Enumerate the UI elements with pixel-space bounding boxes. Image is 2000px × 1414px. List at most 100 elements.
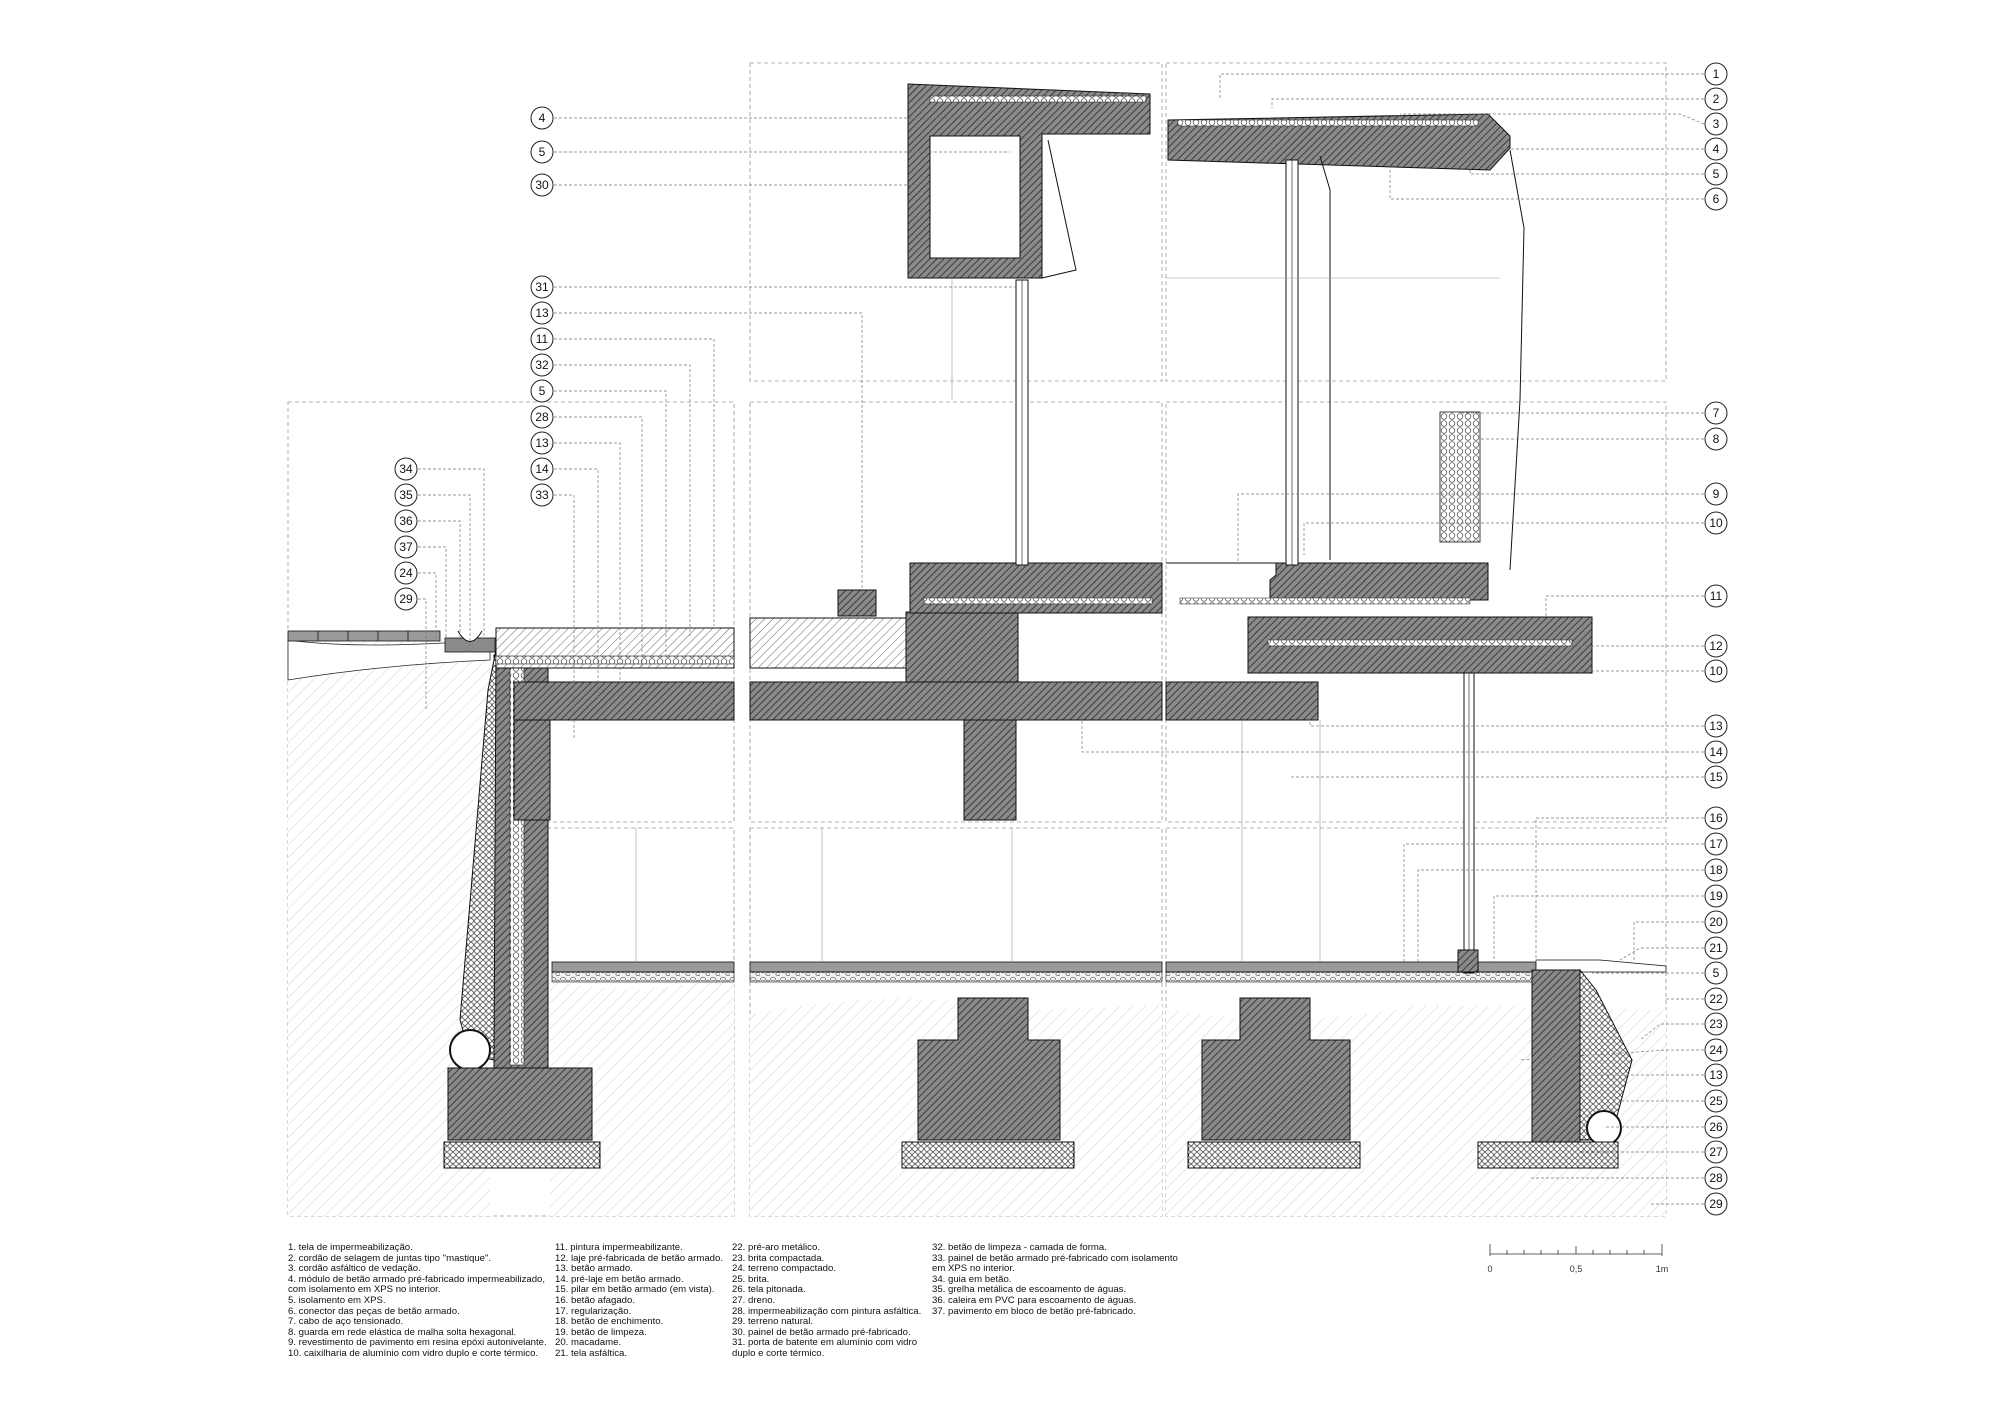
svg-text:5: 5 — [1713, 966, 1720, 980]
svg-text:12: 12 — [1709, 639, 1723, 653]
legend-item: 2. cordão de selagem de juntas tipo "mas… — [288, 1252, 492, 1264]
legend-item: 1. tela de impermeabilização. — [288, 1242, 413, 1253]
svg-text:10: 10 — [1709, 516, 1723, 530]
svg-text:28: 28 — [535, 410, 549, 424]
svg-text:31: 31 — [535, 280, 549, 294]
callout-bubble: 15 — [1704, 765, 1728, 789]
callout-bubble: 4 — [1704, 137, 1728, 161]
legend-item: 27. dreno. — [732, 1294, 776, 1306]
svg-text:4: 4 — [539, 111, 546, 125]
callout-bubble: 18 — [1704, 858, 1728, 882]
svg-text:26: 26 — [1709, 1120, 1723, 1134]
svg-text:29: 29 — [1709, 1197, 1723, 1211]
intermediate-slab — [495, 562, 1593, 821]
callouts-left: 4 5 30 31 13 11 32 5 28 13 14 33 — [530, 106, 554, 507]
svg-text:19: 19 — [1709, 889, 1723, 903]
svg-text:8: 8 — [1713, 432, 1720, 446]
legend-item: 13. betão armado. — [555, 1263, 633, 1275]
legend-item: 31. porta de batente em alumínio com vid… — [732, 1337, 918, 1349]
svg-text:14: 14 — [535, 462, 549, 476]
callout-bubble: 13 — [530, 431, 554, 455]
callout-bubble: 13 — [1704, 1063, 1728, 1087]
svg-text:28: 28 — [1709, 1171, 1723, 1185]
legend-item: 19. betão de limpeza. — [555, 1326, 647, 1338]
legend-item: 24. terreno compactado. — [732, 1263, 836, 1275]
callout-bubble: 8 — [1704, 427, 1728, 451]
svg-text:33: 33 — [535, 488, 549, 502]
legend-column-2: 11. pintura impermeabilizante. 12. laje … — [555, 1242, 723, 1360]
callout-bubble: 6 — [1704, 187, 1728, 211]
svg-text:13: 13 — [535, 306, 549, 320]
callout-bubble: 14 — [530, 457, 554, 481]
svg-text:25: 25 — [1709, 1094, 1723, 1108]
callout-bubble: 13 — [530, 301, 554, 325]
legend-item: 28. impermeabilização com pintura asfált… — [732, 1305, 922, 1317]
legend-item: 7. cabo de aço tensionado. — [288, 1316, 404, 1328]
svg-text:4: 4 — [1713, 142, 1720, 156]
callout-bubble: 35 — [394, 483, 418, 507]
legend-item: 35. grelha metálica de escoamento de águ… — [932, 1284, 1127, 1296]
scale-label-1m: 1m — [1656, 1264, 1669, 1274]
legend-item: 29. terreno natural. — [732, 1316, 814, 1328]
svg-text:37: 37 — [399, 540, 413, 554]
glazing — [1015, 159, 1481, 974]
callout-bubble: 16 — [1704, 806, 1728, 830]
svg-text:35: 35 — [399, 488, 413, 502]
svg-text:23: 23 — [1709, 1017, 1723, 1031]
legend-item: 33. painel de betão armado pré-fabricado… — [932, 1252, 1178, 1264]
svg-text:16: 16 — [1709, 811, 1723, 825]
callout-bubble: 5 — [530, 140, 554, 164]
callout-bubble: 5 — [1704, 162, 1728, 186]
callout-bubble: 24 — [1704, 1038, 1728, 1062]
legend-column-1: 1. tela de impermeabilização. 2. cordão … — [288, 1242, 547, 1360]
svg-text:7: 7 — [1713, 406, 1720, 420]
svg-text:22: 22 — [1709, 992, 1723, 1006]
legend-item: 25. brita. — [732, 1273, 770, 1285]
svg-text:18: 18 — [1709, 863, 1723, 877]
callout-bubble: 12 — [1704, 634, 1728, 658]
callout-bubble: 14 — [1704, 740, 1728, 764]
callout-bubble: 26 — [1704, 1115, 1728, 1139]
callout-bubble: 7 — [1704, 401, 1728, 425]
legend-column-4: 32. betão de limpeza - camada de forma. … — [932, 1242, 1178, 1317]
callout-bubble: 33 — [530, 483, 554, 507]
legend-item: 16. betão afagado. — [555, 1294, 636, 1306]
callout-bubble: 25 — [1704, 1089, 1728, 1113]
roof-module — [907, 83, 1525, 571]
svg-text:2: 2 — [1713, 92, 1720, 106]
callout-bubble: 5 — [530, 379, 554, 403]
svg-text:11: 11 — [1710, 589, 1723, 603]
callout-bubble: 29 — [394, 587, 418, 611]
callout-bubble: 11 — [530, 327, 554, 351]
legend-item: 21. tela asfáltica. — [555, 1347, 627, 1359]
callout-bubble: 5 — [1704, 961, 1728, 985]
callouts-right: 1 2 3 4 5 6 7 8 9 10 11 12 10 13 14 15 1… — [1704, 62, 1728, 1216]
scale-label-0: 0 — [1487, 1264, 1492, 1274]
callout-bubble: 10 — [1704, 659, 1728, 683]
legend-item: 14. pré-laje em betão armado. — [555, 1273, 684, 1285]
callout-bubble: 11 — [1704, 584, 1728, 608]
legend-item: 23. brita compactada. — [732, 1252, 825, 1264]
callout-bubble: 20 — [1704, 910, 1728, 934]
legend-item: 5. isolamento em XPS. — [288, 1294, 386, 1306]
svg-text:20: 20 — [1709, 915, 1723, 929]
svg-text:3: 3 — [1713, 117, 1720, 131]
legend-item: 22. pré-aro metálico. — [732, 1242, 820, 1253]
svg-text:27: 27 — [1709, 1145, 1723, 1159]
legend-item: em XPS no interior. — [932, 1263, 1015, 1275]
svg-text:14: 14 — [1709, 745, 1723, 759]
callout-bubble: 36 — [394, 509, 418, 533]
svg-text:9: 9 — [1713, 487, 1720, 501]
callout-bubble: 37 — [394, 535, 418, 559]
callout-bubble: 9 — [1704, 482, 1728, 506]
svg-text:13: 13 — [1709, 719, 1723, 733]
svg-text:32: 32 — [535, 358, 549, 372]
callout-bubble: 3 — [1704, 112, 1728, 136]
svg-text:6: 6 — [1713, 192, 1720, 206]
legend-item: 11. pintura impermeabilizante. — [555, 1242, 683, 1253]
callout-bubble: 34 — [394, 457, 418, 481]
callout-bubble: 1 — [1704, 62, 1728, 86]
callout-bubble: 28 — [1704, 1166, 1728, 1190]
callout-bubble: 2 — [1704, 87, 1728, 111]
